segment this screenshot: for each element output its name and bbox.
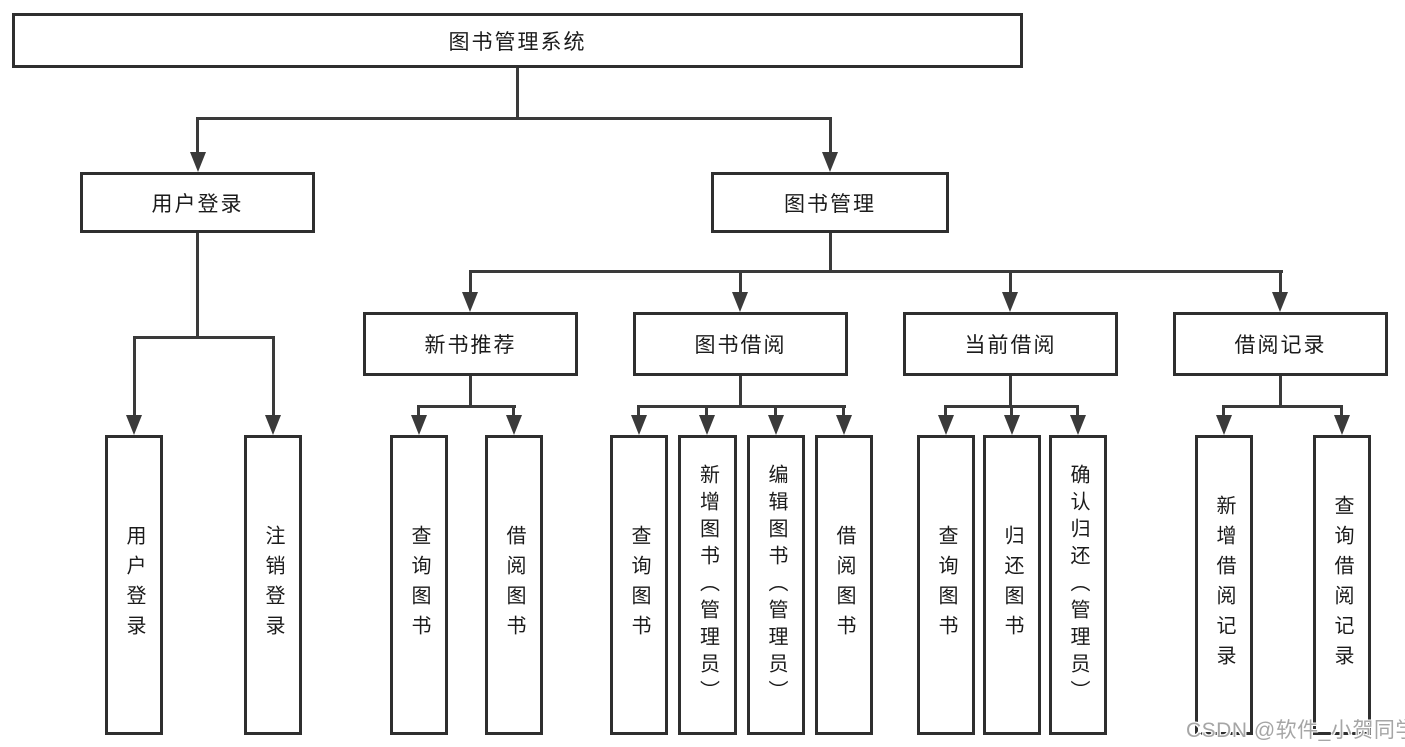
- connector-leaf-drop: [512, 405, 515, 417]
- arrowhead-down: [768, 415, 784, 435]
- leaf-borrow-books-recommend: 借阅图书: [485, 435, 543, 735]
- arrowhead-down: [699, 415, 715, 435]
- leaf-add-books-admin: 新增图书（管理员）: [678, 435, 737, 735]
- leaf-label: 编辑图书（管理员）: [765, 463, 787, 707]
- leaf-label: 确认归还（管理员）: [1067, 463, 1089, 707]
- arrowhead-down: [938, 415, 954, 435]
- connector-leaf-drop: [1340, 405, 1343, 417]
- connector-current-stem: [1009, 376, 1012, 406]
- leaf-confirm-return-admin: 确认归还（管理员）: [1049, 435, 1107, 735]
- leaf-borrow-books: 借阅图书: [815, 435, 873, 735]
- connector-to-new-book-recommend: [469, 270, 472, 294]
- leaf-label: 新增图书（管理员）: [696, 463, 719, 707]
- leaf-user-login: 用户登录: [105, 435, 163, 735]
- connector-borrow-crossbar: [638, 405, 846, 408]
- node-label: 图书管理系统: [448, 30, 587, 54]
- connector-leaf-drop: [944, 405, 947, 417]
- connector-root-stem: [516, 68, 519, 118]
- node-user-login: 用户登录: [80, 172, 315, 233]
- leaf-label: 注销登录: [262, 525, 284, 645]
- leaf-edit-books-admin: 编辑图书（管理员）: [747, 435, 805, 735]
- leaf-logout-login: 注销登录: [244, 435, 302, 735]
- connector-to-current-borrow: [1009, 270, 1012, 294]
- connector-records-stem: [1279, 376, 1282, 406]
- leaf-query-books-recommend: 查询图书: [390, 435, 448, 735]
- connector-leaf-drop: [417, 405, 420, 417]
- connector-leaf-drop: [1010, 405, 1013, 417]
- leaf-label: 查询图书: [935, 525, 957, 645]
- arrowhead-down: [1272, 292, 1288, 312]
- node-label: 用户登录: [151, 192, 244, 216]
- connector-leaf-drop: [1076, 405, 1079, 417]
- connector-recommend-stem: [469, 376, 472, 406]
- connector-to-book-management: [829, 117, 832, 155]
- connector-leaf-drop: [842, 405, 845, 417]
- connector-recommend-crossbar: [418, 405, 516, 408]
- leaf-query-borrow-record: 查询借阅记录: [1313, 435, 1371, 735]
- node-new-book-recommend: 新书推荐: [363, 312, 578, 376]
- arrowhead-down: [1070, 415, 1086, 435]
- arrowhead-down: [462, 292, 478, 312]
- connector-to-leaf-user-login: [133, 336, 136, 415]
- connector-records-crossbar: [1223, 405, 1343, 408]
- node-borrow-records: 借阅记录: [1173, 312, 1388, 376]
- leaf-query-books-borrow: 查询图书: [610, 435, 668, 735]
- connector-to-user-login: [196, 117, 199, 155]
- arrowhead-down: [1002, 292, 1018, 312]
- connector-book-management-stem: [829, 233, 832, 271]
- leaf-label: 归还图书: [1001, 525, 1023, 645]
- leaf-label: 查询借阅记录: [1331, 495, 1353, 675]
- connector-user-login-stem: [196, 233, 199, 337]
- connector-leaf-drop: [1222, 405, 1225, 417]
- leaf-label: 借阅图书: [503, 525, 525, 645]
- arrowhead-down: [265, 415, 281, 435]
- node-current-borrow: 当前借阅: [903, 312, 1118, 376]
- connector-root-crossbar: [196, 117, 832, 120]
- leaf-label: 查询图书: [628, 525, 650, 645]
- connector-to-borrow-records: [1279, 270, 1282, 294]
- arrowhead-down: [1216, 415, 1232, 435]
- node-book-management: 图书管理: [711, 172, 949, 233]
- node-label: 借阅记录: [1234, 334, 1327, 357]
- arrowhead-down: [1334, 415, 1350, 435]
- connector-leaf-drop: [774, 405, 777, 417]
- connector-leaf-drop: [637, 405, 640, 417]
- leaf-query-books-current: 查询图书: [917, 435, 975, 735]
- arrowhead-down: [190, 152, 206, 172]
- node-label: 当前借阅: [964, 334, 1057, 357]
- node-library-management-system: 图书管理系统: [12, 13, 1023, 68]
- node-label: 图书借阅: [694, 334, 787, 357]
- node-label: 新书推荐: [424, 334, 517, 357]
- leaf-label: 用户登录: [123, 525, 145, 645]
- node-label: 图书管理: [784, 192, 876, 216]
- connector-to-leaf-logout: [272, 336, 275, 415]
- connector-to-book-borrow: [739, 270, 742, 294]
- arrowhead-down: [822, 152, 838, 172]
- leaf-return-books: 归还图书: [983, 435, 1041, 735]
- connector-leaf-drop: [705, 405, 708, 417]
- watermark: CSDN @软件_小贺同学: [1186, 719, 1405, 742]
- leaf-label: 查询图书: [408, 525, 430, 645]
- arrowhead-down: [631, 415, 647, 435]
- arrowhead-down: [126, 415, 142, 435]
- leaf-add-borrow-record: 新增借阅记录: [1195, 435, 1253, 735]
- connector-user-login-crossbar: [133, 336, 274, 339]
- arrowhead-down: [506, 415, 522, 435]
- connector-borrow-stem: [739, 376, 742, 406]
- arrowhead-down: [732, 292, 748, 312]
- leaf-label: 新增借阅记录: [1213, 495, 1235, 675]
- arrowhead-down: [411, 415, 427, 435]
- arrowhead-down: [1004, 415, 1020, 435]
- leaf-label: 借阅图书: [833, 525, 855, 645]
- arrowhead-down: [836, 415, 852, 435]
- node-book-borrow: 图书借阅: [633, 312, 848, 376]
- connector-book-management-crossbar: [469, 270, 1283, 273]
